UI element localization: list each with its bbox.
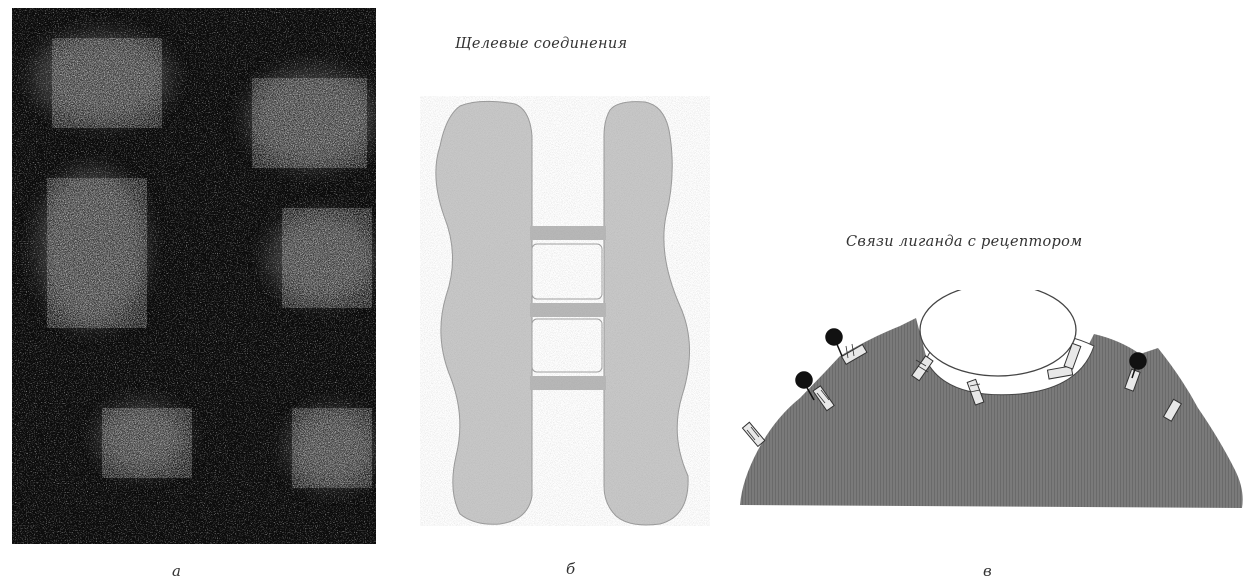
vesicle bbox=[920, 290, 1076, 376]
gap-junction-diagram bbox=[420, 96, 710, 526]
panel-a-letter: а bbox=[172, 562, 181, 580]
gap-junction-title: Щелевые соединения bbox=[455, 36, 627, 52]
micrograph-texture bbox=[12, 8, 376, 544]
panel-c-letter: в bbox=[983, 562, 992, 580]
ligand-receptor-title: Связи лиганда с рецептором bbox=[846, 234, 1082, 250]
ligand-receptor-diagram bbox=[730, 290, 1250, 520]
panel-b-letter: б bbox=[566, 560, 575, 578]
micrograph-image bbox=[12, 8, 376, 544]
